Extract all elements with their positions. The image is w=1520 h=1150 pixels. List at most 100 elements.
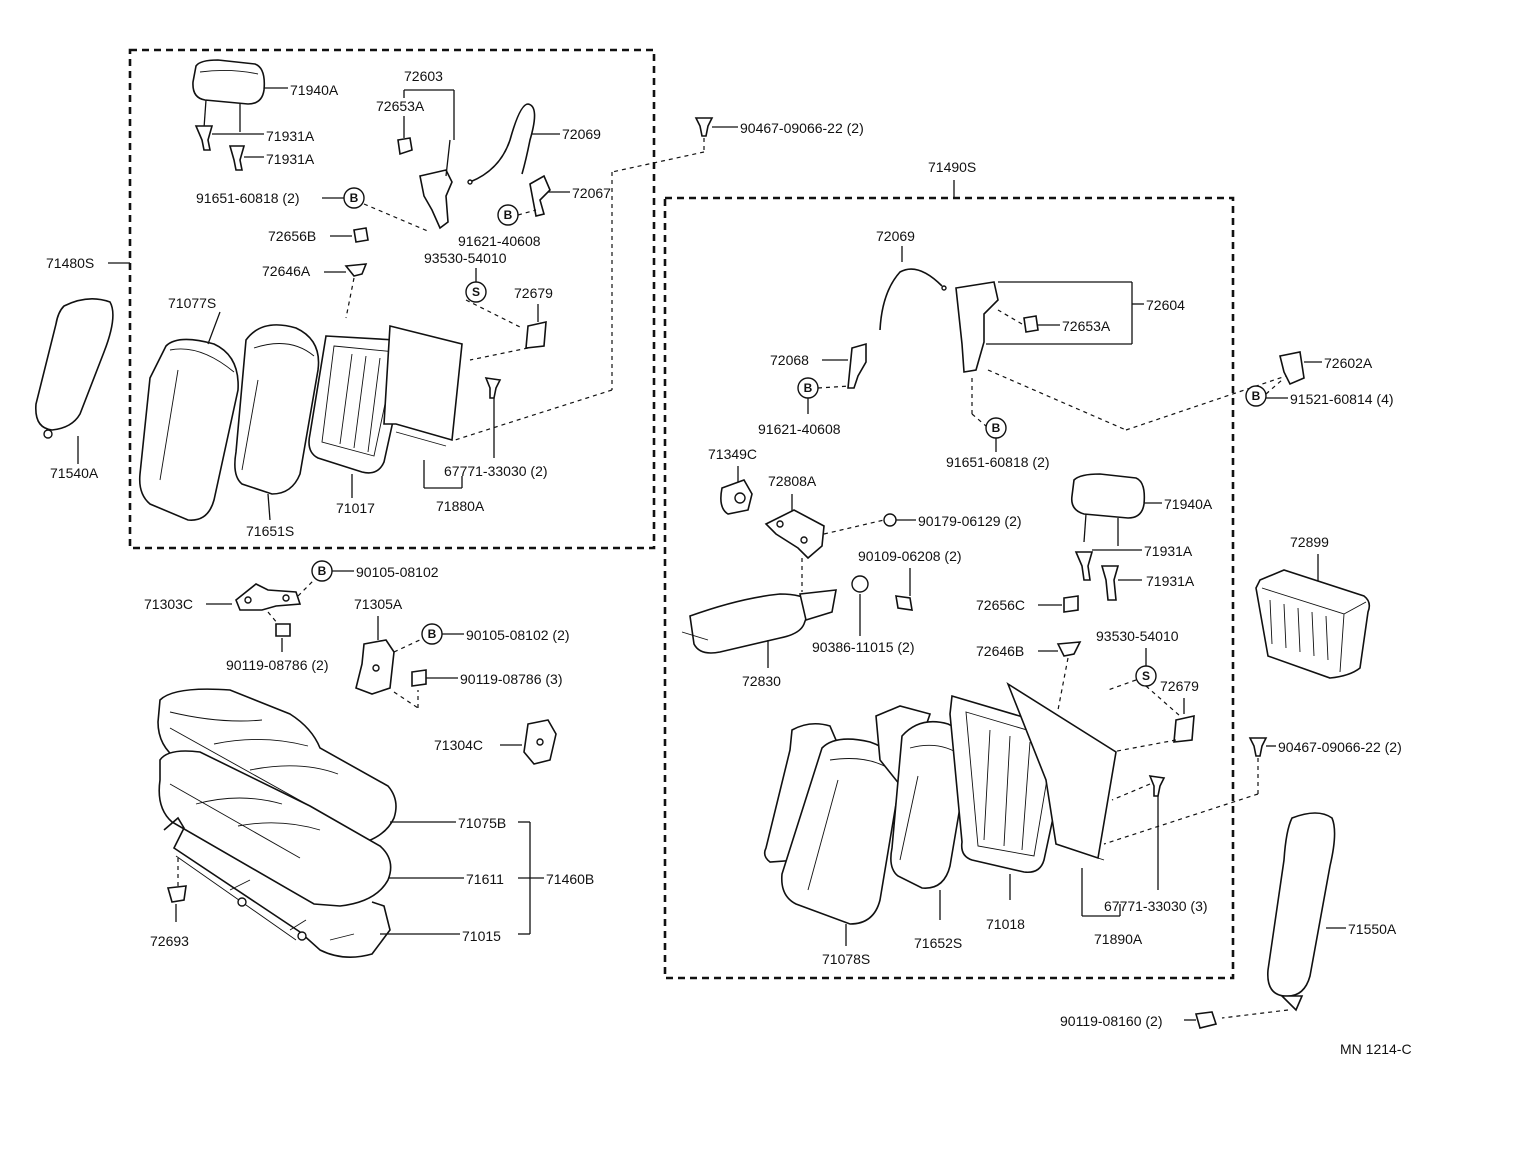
seatback-pad-right bbox=[875, 705, 970, 889]
label-right-bolt-side: 90119-08160 (2) bbox=[1060, 1013, 1162, 1029]
label-hook-c2: 71304C bbox=[434, 737, 483, 753]
label-box: 72899 bbox=[1290, 534, 1329, 550]
label-cushion-pad: 71611 bbox=[466, 871, 504, 887]
armrest-hinge-right bbox=[764, 509, 825, 560]
label-right-nut-arm: 90179-06129 (2) bbox=[918, 513, 1022, 529]
label-right-headrest: 71940A bbox=[1164, 496, 1213, 512]
bezel-right bbox=[1173, 714, 1195, 743]
bezel-left bbox=[525, 320, 547, 349]
bush-armrest bbox=[851, 575, 869, 593]
label-right-back-pad: 71652S bbox=[914, 935, 962, 951]
label-left-headrest: 71940A bbox=[290, 82, 339, 98]
side-back-right: 71550A 90119-08160 (2) bbox=[1060, 812, 1397, 1029]
label-right-back-frame: 71018 bbox=[986, 916, 1025, 932]
label-left-clip-top: 90467-09066-22 (2) bbox=[740, 120, 864, 136]
label-left-support-b: 71931A bbox=[266, 151, 315, 167]
bolt-marker-icon bbox=[1245, 385, 1267, 407]
label-left-screw: 93530-54010 bbox=[424, 250, 507, 266]
headrest-support-right-b bbox=[1100, 565, 1120, 601]
seatback-cover-left bbox=[138, 338, 239, 521]
headrest-support-left-a bbox=[194, 125, 214, 151]
label-right-lock-button: 72653A bbox=[1062, 318, 1111, 334]
bolt-marker-letter: B bbox=[428, 627, 437, 641]
label-right-back-board: 71890A bbox=[1094, 931, 1143, 947]
lock-assy-left bbox=[419, 169, 453, 230]
bolt-side-right bbox=[1194, 1011, 1218, 1029]
label-left-cable: 72069 bbox=[562, 126, 601, 142]
label-hook-c: 71303C bbox=[144, 596, 193, 612]
label-bolt-hook-c: 90105-08102 bbox=[356, 564, 439, 580]
nut-armrest bbox=[883, 513, 897, 527]
label-right-bolt-b2: 91651-60818 (2) bbox=[946, 454, 1050, 470]
label-left-cover-b: 72656B bbox=[268, 228, 316, 244]
right-seatback-group-boundary bbox=[663, 196, 1235, 980]
label-right-lock-assy: 72604 bbox=[1146, 297, 1185, 313]
label-left-side-back: 71540A bbox=[50, 465, 99, 481]
seat-cushion-pad bbox=[158, 750, 392, 907]
bolt-marker-letter: B bbox=[1252, 389, 1261, 403]
left-seatback-group-boundary bbox=[128, 48, 656, 550]
bolt-marker-letter: B bbox=[804, 381, 813, 395]
label-left-bezel: 72679 bbox=[514, 285, 553, 301]
label-left-striker: 72067 bbox=[572, 185, 611, 201]
striker-right bbox=[847, 342, 867, 389]
label-right-striker: 72068 bbox=[770, 352, 809, 368]
cable-right bbox=[879, 268, 943, 331]
label-left-clip-board: 67771-33030 (2) bbox=[444, 463, 548, 479]
bolt-marker-letter: B bbox=[504, 208, 513, 222]
headrest-right bbox=[1070, 473, 1146, 546]
clip-top-left bbox=[694, 117, 714, 137]
label-right-bolt-b1: 91621-40608 bbox=[758, 421, 841, 437]
label-left-back-pad: 71651S bbox=[246, 523, 294, 539]
label-hook-a: 71305A bbox=[354, 596, 403, 612]
seatback-board-left bbox=[383, 324, 463, 447]
hook-c bbox=[235, 583, 302, 611]
lock-button-left bbox=[397, 137, 413, 156]
left-seatback-group: 71480S 71940A 71931A 71931A 91651-60818 … bbox=[35, 59, 864, 539]
label-bolt-hook-a2: 90119-08786 (3) bbox=[460, 671, 562, 687]
label-right-clip: 90467-09066-22 (2) bbox=[1278, 739, 1402, 755]
label-right-armrest-hinge: 72808A bbox=[768, 473, 817, 489]
right-seatback-group: 71490S 72069 72604 72653A 72068 B 91621-… bbox=[681, 159, 1287, 967]
label-right-clip-board: 67771-33030 (3) bbox=[1104, 898, 1208, 914]
bolt-hook-c2 bbox=[275, 623, 291, 637]
storage-box: 72899 bbox=[1255, 534, 1371, 679]
label-bolt-hook-a: 90105-08102 (2) bbox=[466, 627, 570, 643]
bolt-marker-letter: B bbox=[350, 191, 359, 205]
label-right-cover-c: 72656C bbox=[976, 597, 1025, 613]
cover-b-left bbox=[353, 227, 369, 243]
label-left-bolt-b2: 91621-40608 bbox=[458, 233, 541, 249]
label-left-back-frame: 71017 bbox=[336, 500, 375, 516]
clip-cushion bbox=[166, 885, 187, 903]
label-left-bolt-b1: 91651-60818 (2) bbox=[196, 190, 300, 206]
label-cushion-group: 71460B bbox=[546, 871, 594, 887]
label-right-hinge: 72602A bbox=[1324, 355, 1373, 371]
label-right-group: 71490S bbox=[928, 159, 976, 175]
armrest-right bbox=[681, 589, 837, 654]
label-clip-cushion: 72693 bbox=[150, 933, 189, 949]
screw-marker-letter: S bbox=[1142, 669, 1150, 683]
cover-c-right bbox=[1063, 595, 1079, 613]
clip-board-left bbox=[484, 377, 502, 399]
knob-b-right bbox=[1056, 641, 1082, 657]
label-bolt-hook-c2: 90119-08786 (2) bbox=[226, 657, 328, 673]
clip-board-right bbox=[1148, 775, 1166, 797]
headrest-left bbox=[192, 59, 266, 132]
label-right-cable: 72069 bbox=[876, 228, 915, 244]
label-right-support-a: 71931A bbox=[1144, 543, 1193, 559]
label-right-bolt-hinge: 91521-60814 (4) bbox=[1290, 391, 1394, 407]
bolt-marker-icon bbox=[343, 187, 365, 209]
screw-marker-icon bbox=[465, 281, 487, 303]
label-cushion-cover: 71075B bbox=[458, 815, 506, 831]
label-right-armrest: 72830 bbox=[742, 673, 781, 689]
label-cushion-frame: 71015 bbox=[462, 928, 501, 944]
lock-button-right bbox=[1023, 315, 1039, 333]
lock-assy-right bbox=[955, 281, 999, 373]
label-left-lock-assy: 72603 bbox=[404, 68, 443, 84]
bolt-marker-letter: B bbox=[318, 564, 327, 578]
hinge-right-area: 72602A B 91521-60814 (4) bbox=[1245, 351, 1394, 407]
headrest-support-right-a bbox=[1074, 551, 1094, 581]
label-left-support-a: 71931A bbox=[266, 128, 315, 144]
side-back-left bbox=[35, 298, 114, 439]
